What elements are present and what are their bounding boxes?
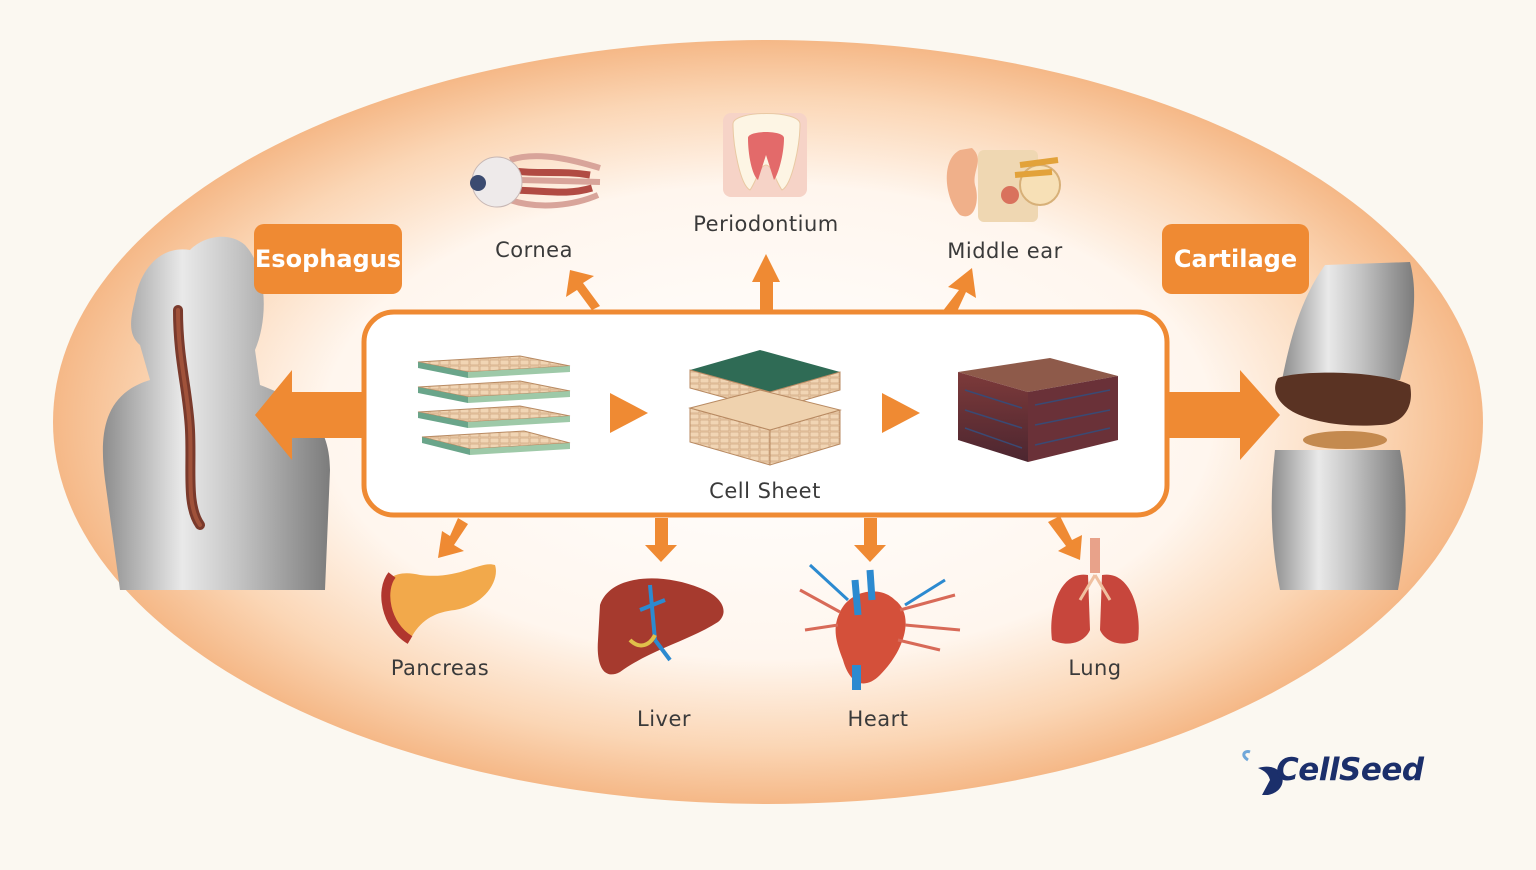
periodontium-tooth-illustration [723, 113, 807, 197]
pancreas-label: Pancreas [390, 656, 490, 680]
process-arrow-1 [610, 393, 648, 433]
cell-sheet-label: Cell Sheet [709, 479, 821, 503]
cornea-eye-illustration [470, 153, 601, 209]
cell-sheet-stack [417, 355, 571, 455]
up-arrows [566, 254, 976, 318]
logo-text: CellSeed [1276, 752, 1424, 788]
cartilage-tag: Cartilage [1162, 224, 1309, 294]
arrow-to-cartilage [1168, 370, 1280, 460]
middle-ear-label: Middle ear [947, 239, 1063, 263]
heart-label: Heart [847, 707, 909, 731]
lung-label: Lung [1068, 656, 1122, 680]
cartilage-label: Cartilage [1173, 245, 1298, 273]
periodontium-label: Periodontium [693, 212, 839, 236]
middle-ear-illustration [946, 148, 1061, 222]
liver-label: Liver [636, 707, 692, 731]
human-torso-figure [102, 236, 330, 590]
knee-figure [1271, 262, 1415, 590]
heart-illustration [799, 563, 961, 690]
tissue-cube [958, 358, 1118, 462]
cornea-label: Cornea [495, 238, 573, 262]
liver-illustration [597, 578, 724, 675]
pancreas-illustration [381, 564, 496, 644]
process-arrow-2 [882, 393, 920, 433]
esophagus-label: Esophagus [254, 245, 402, 273]
arrow-to-esophagus [255, 370, 365, 460]
cell-sheet-layered [688, 350, 842, 466]
esophagus-tag: Esophagus [254, 224, 402, 294]
down-arrows [438, 516, 1082, 562]
cellseed-logo: CellSeed [1238, 752, 1424, 788]
lung-illustration [1051, 538, 1139, 644]
cellseed-logo-mark [1242, 750, 1283, 795]
